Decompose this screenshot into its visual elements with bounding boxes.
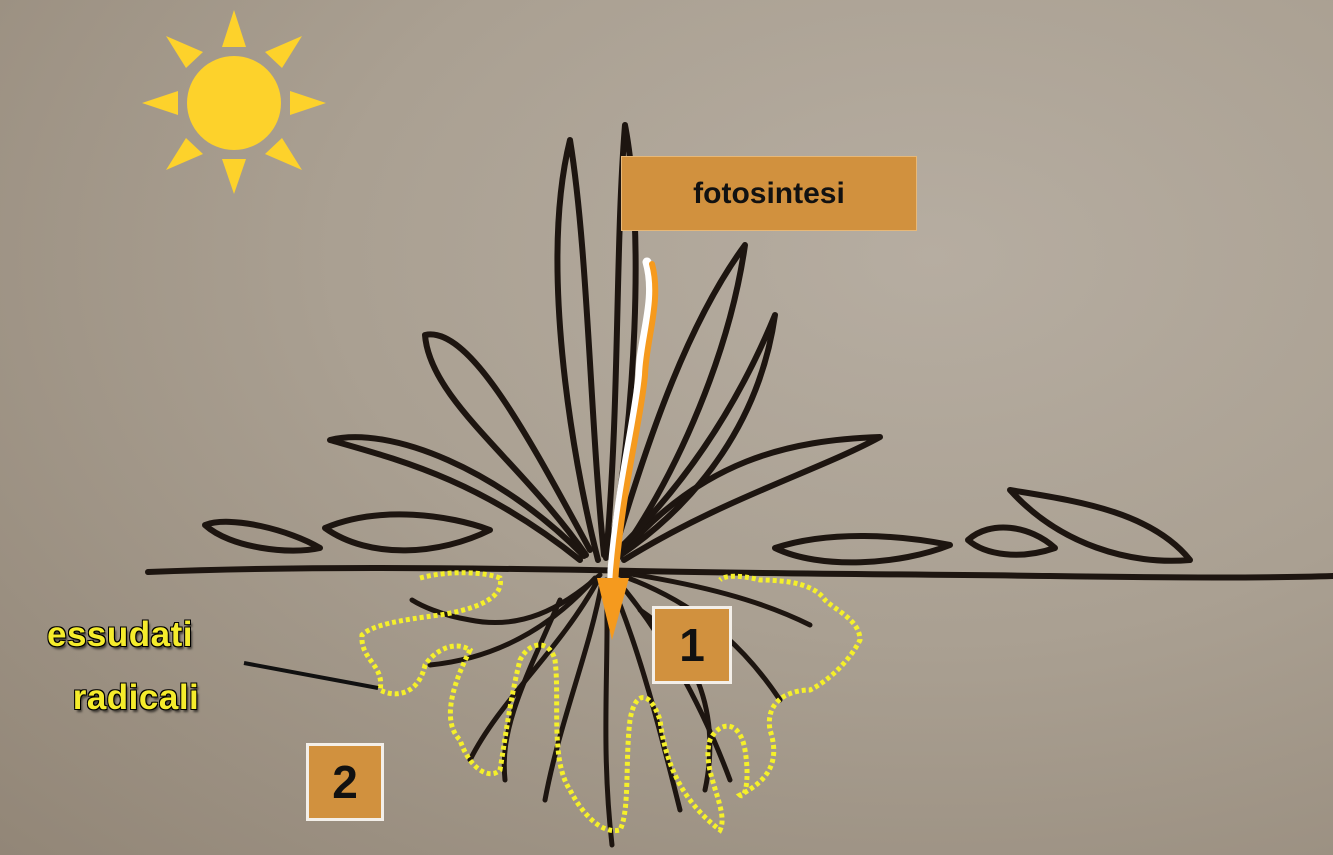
soil-line (148, 568, 1333, 578)
exudates-label-line2: radicali (16, 678, 256, 718)
photosynthesis-text: fotosintesi (693, 177, 845, 211)
step-one-text: 1 (679, 618, 705, 672)
exudates-label-line1: essudati (0, 615, 240, 655)
exudate-leader-line (244, 663, 378, 688)
photosynthesis-label: fotosintesi (621, 156, 917, 231)
step-two-text: 2 (332, 755, 358, 809)
step-one-badge: 1 (652, 606, 732, 684)
step-two-badge: 2 (306, 743, 384, 821)
sun-icon (142, 10, 326, 194)
